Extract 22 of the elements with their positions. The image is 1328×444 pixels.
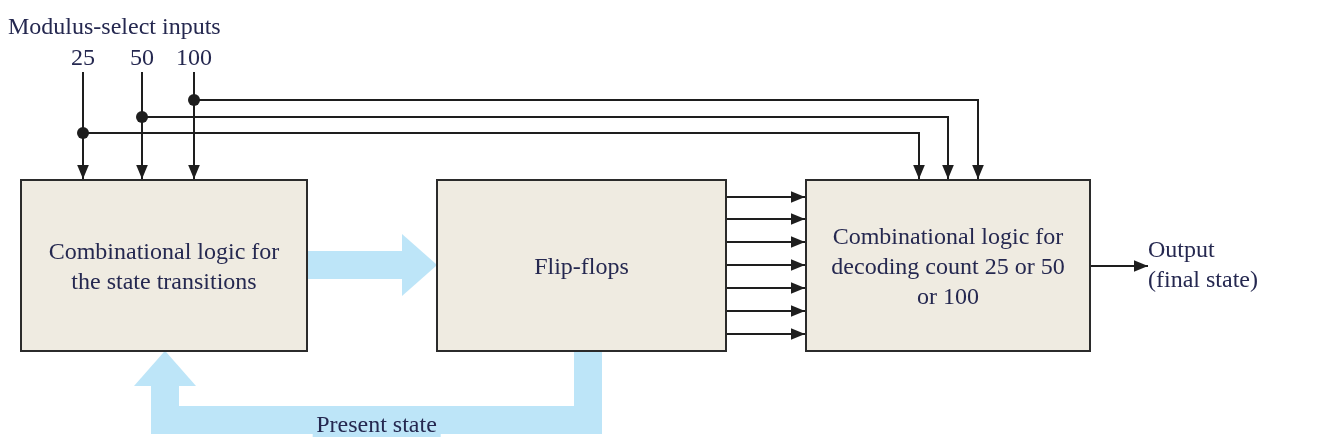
arrow — [1090, 260, 1149, 272]
arrow — [726, 328, 806, 340]
arrow — [726, 236, 806, 248]
arrow — [726, 213, 806, 225]
output-label: (final state) — [1148, 265, 1258, 294]
logic-block — [436, 179, 727, 352]
input-label: 50 — [130, 43, 154, 72]
block-text: Flip-flops — [534, 251, 629, 281]
arrow — [726, 282, 806, 294]
wide-arrow — [308, 234, 438, 296]
arrow — [726, 191, 806, 203]
arrow — [726, 305, 806, 317]
wide-arrow — [134, 350, 602, 434]
block-text: Combinational logic for decoding count 25 or 50 or 100 — [830, 221, 1066, 311]
block-text: Combinational logic for the state transitions — [47, 236, 281, 296]
logic-block — [805, 179, 1091, 352]
arrow — [726, 259, 806, 271]
heading-label: Modulus-select inputs — [8, 12, 221, 40]
input-label: 100 — [176, 43, 212, 72]
logic-block — [20, 179, 308, 352]
input-label: 25 — [71, 43, 95, 72]
output-label: Output — [1148, 235, 1215, 264]
